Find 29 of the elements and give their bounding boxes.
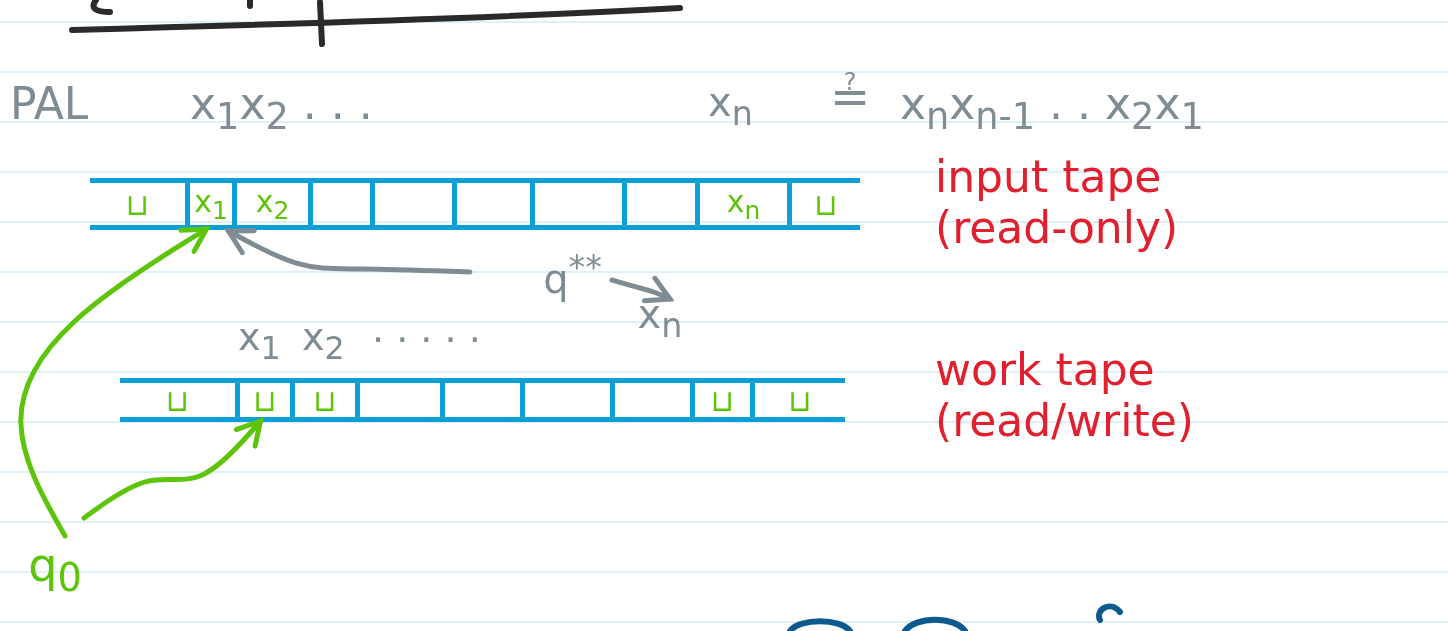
state-label: q$^{**}$ xyxy=(525,250,620,300)
math-text: x$_{1}$x$_{2}$ . . . xyxy=(190,82,373,136)
tape-cell: ⊔ xyxy=(750,383,845,417)
tape-cell: ⊔ xyxy=(290,383,355,417)
math-text: . . . . . xyxy=(372,310,481,348)
tape-cell: ⊔ xyxy=(90,183,185,225)
math-text: x$_{n}$ xyxy=(708,82,753,131)
state-label: q$_{0}$ xyxy=(20,540,90,600)
tape xyxy=(120,378,845,422)
math-text: ≟ xyxy=(830,72,871,120)
tape-cell: ⊔ xyxy=(690,383,750,417)
math-text: x$_{2}$ xyxy=(302,318,345,365)
state-label: x$_{n}$ xyxy=(630,295,690,341)
tape-cell: x$_{1}$ xyxy=(185,183,232,225)
tape xyxy=(90,178,860,230)
tape-cell: x$_{2}$ xyxy=(232,183,308,225)
tape-label: work tape (read/write) xyxy=(935,345,1195,447)
math-text: x$_{n}$x$_{n-1}$ . . x$_{2}$x$_{1}$ xyxy=(900,82,1204,136)
tape-cell: ⊔ xyxy=(120,383,235,417)
arrow xyxy=(609,275,673,304)
tape-cell: ⊔ xyxy=(235,383,290,417)
arrow xyxy=(81,418,263,521)
tape-label: input tape (read-only) xyxy=(935,152,1180,254)
arrow xyxy=(226,228,473,275)
math-text: PAL xyxy=(10,82,89,126)
tape-cell: x$_{n}$ xyxy=(695,183,787,225)
tape-cell: ⊔ xyxy=(787,183,860,225)
math-text: x$_{1}$ xyxy=(238,318,281,365)
arrow xyxy=(18,226,209,539)
